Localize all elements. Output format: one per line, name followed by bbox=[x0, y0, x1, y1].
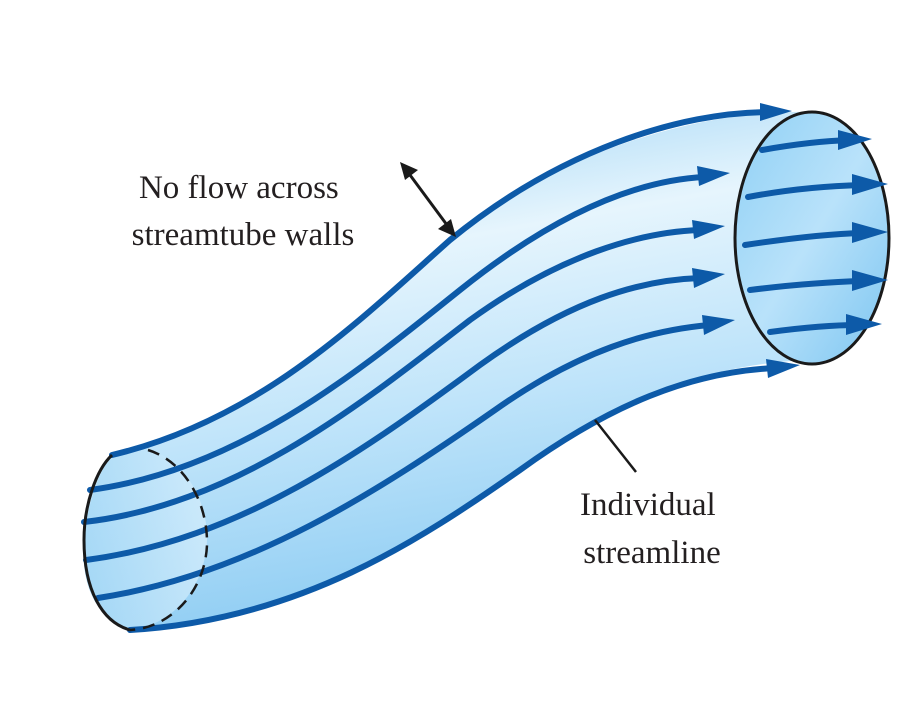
streamline-label: Individual streamline bbox=[580, 487, 724, 571]
arrowhead-icon bbox=[852, 222, 888, 243]
streamline-2 bbox=[87, 174, 708, 493]
wall-label: No flow across streamtube walls bbox=[132, 170, 355, 253]
arrowhead-icon bbox=[838, 130, 872, 150]
arrowhead-icon bbox=[692, 220, 725, 239]
streamline-top bbox=[109, 109, 773, 458]
arrowhead-icon bbox=[846, 314, 882, 335]
streamline-5 bbox=[95, 322, 713, 601]
wall-label-line-2: streamtube walls bbox=[132, 217, 355, 253]
arrowhead-icon bbox=[702, 315, 735, 335]
streamline-arrowheads bbox=[692, 103, 800, 378]
streamline-group bbox=[81, 109, 778, 633]
outlet-streamline bbox=[747, 278, 865, 293]
double-headed-arrow-icon bbox=[400, 162, 456, 237]
arrowhead-icon bbox=[766, 359, 800, 378]
streamline-label-line-1: Individual bbox=[580, 487, 716, 523]
arrowhead-icon bbox=[760, 103, 792, 121]
inlet-cross-section bbox=[83, 450, 208, 630]
outlet-streamline bbox=[742, 230, 865, 248]
outlet-streamline bbox=[745, 182, 865, 200]
streamline-label-line-2: streamline bbox=[583, 535, 720, 571]
arrowhead-icon bbox=[852, 270, 888, 291]
arrowhead-icon bbox=[697, 166, 730, 186]
arrowhead-icon bbox=[692, 268, 725, 288]
streamline-3 bbox=[81, 227, 703, 525]
outlet-arrowheads bbox=[838, 130, 888, 335]
wall-label-line-1: No flow across bbox=[139, 170, 339, 206]
streamline-leader-line bbox=[594, 419, 637, 473]
inlet-outline-solid bbox=[82, 453, 131, 632]
inlet-outline-dashed bbox=[129, 448, 209, 632]
arrowhead-icon bbox=[852, 174, 888, 195]
streamline-bottom bbox=[127, 365, 778, 633]
